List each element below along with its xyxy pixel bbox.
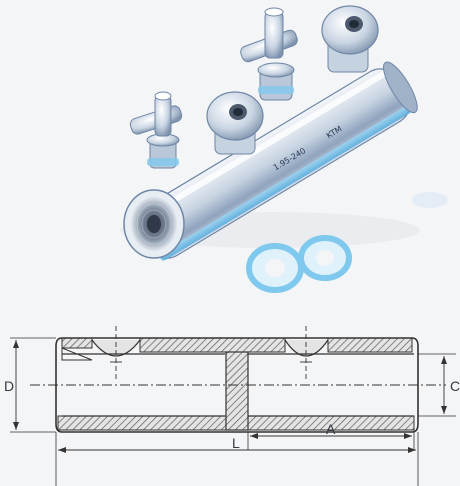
- dimension-c: [418, 353, 456, 417]
- connector-body: 1.95-240 KTM: [136, 61, 418, 261]
- dimension-a: [247, 432, 415, 450]
- bolt-1: [129, 91, 183, 169]
- label-l: L: [232, 435, 240, 451]
- bolt-2: [206, 91, 264, 155]
- bore-opening: [123, 189, 185, 259]
- bolt-4: [321, 5, 379, 73]
- insert-rings: [246, 235, 352, 293]
- bolt-3: [240, 7, 298, 101]
- label-c: C: [450, 378, 460, 394]
- label-a: A: [326, 421, 336, 437]
- connector-illustration: 1.95-240 KTM: [120, 5, 448, 293]
- blur-fragment: [412, 192, 448, 208]
- cross-section-drawing: [10, 326, 456, 486]
- dimension-l: [55, 432, 419, 486]
- dimension-d: [10, 337, 56, 433]
- label-d: D: [4, 378, 14, 394]
